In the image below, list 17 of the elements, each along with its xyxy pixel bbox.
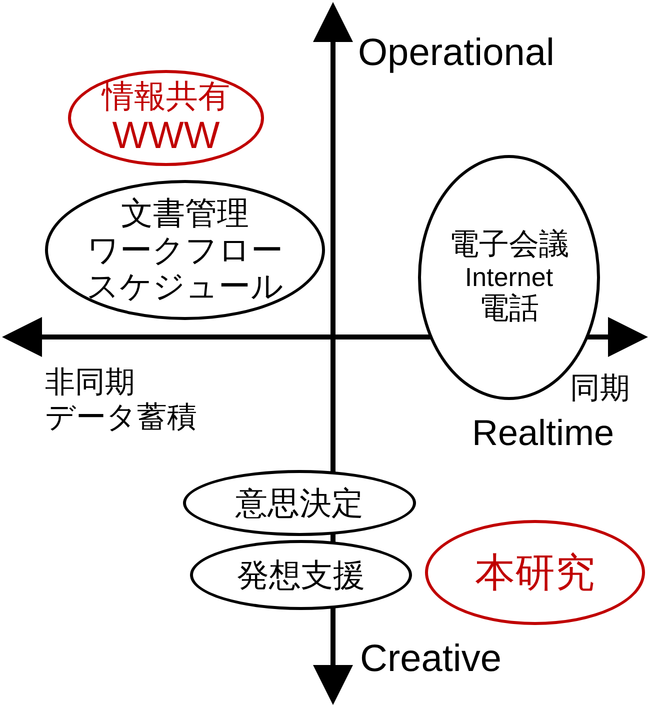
axis-label: Creative [360,640,502,678]
axis-label: 同期 [570,374,630,404]
node-text: WWW [112,114,220,158]
axis-label: Realtime [472,415,614,451]
node-text: 意思決定 [236,484,364,522]
node-text: 文書管理 [121,194,249,232]
node-text: ワークフロー [87,232,283,268]
node-text: 電話 [479,292,539,327]
axis-label: Operational [358,34,554,72]
node-text: 発想支援 [237,556,365,594]
axis-label: 非同期 [45,368,135,398]
node-text: 電子会議 [449,228,569,263]
node-text: 情報共有 [102,78,230,115]
node-text: スケジュール [86,268,284,306]
node-text: 本研究 [475,550,595,596]
axis-label: データ蓄積 [45,403,197,433]
node-text: Internet [464,262,554,292]
